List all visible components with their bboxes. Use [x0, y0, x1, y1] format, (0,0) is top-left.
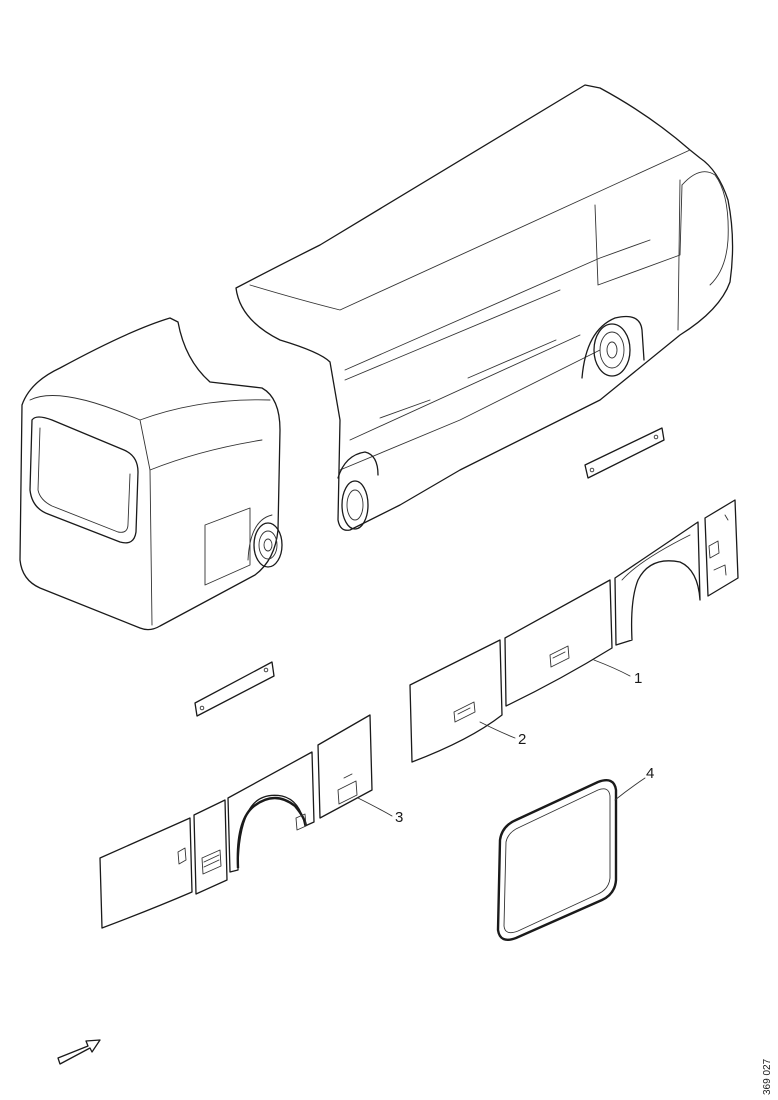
callout-label-4: 4 — [646, 765, 654, 782]
callout-label-3: 3 — [395, 809, 403, 826]
callout-leaders — [357, 659, 646, 817]
trim-strip-lower — [194, 661, 275, 717]
bus-front-section — [235, 84, 734, 531]
side-panel-assembly-right — [409, 499, 739, 763]
bus-rear-section — [19, 317, 283, 631]
callout-label-1: 1 — [634, 670, 642, 687]
window-seal — [496, 779, 618, 941]
callout-label-2: 2 — [518, 731, 526, 748]
direction-arrow-icon — [57, 1039, 101, 1065]
drawing-reference-number: 369 027 — [762, 1058, 773, 1095]
side-panel-assembly-left — [99, 714, 373, 929]
trim-strip-upper — [584, 427, 665, 479]
